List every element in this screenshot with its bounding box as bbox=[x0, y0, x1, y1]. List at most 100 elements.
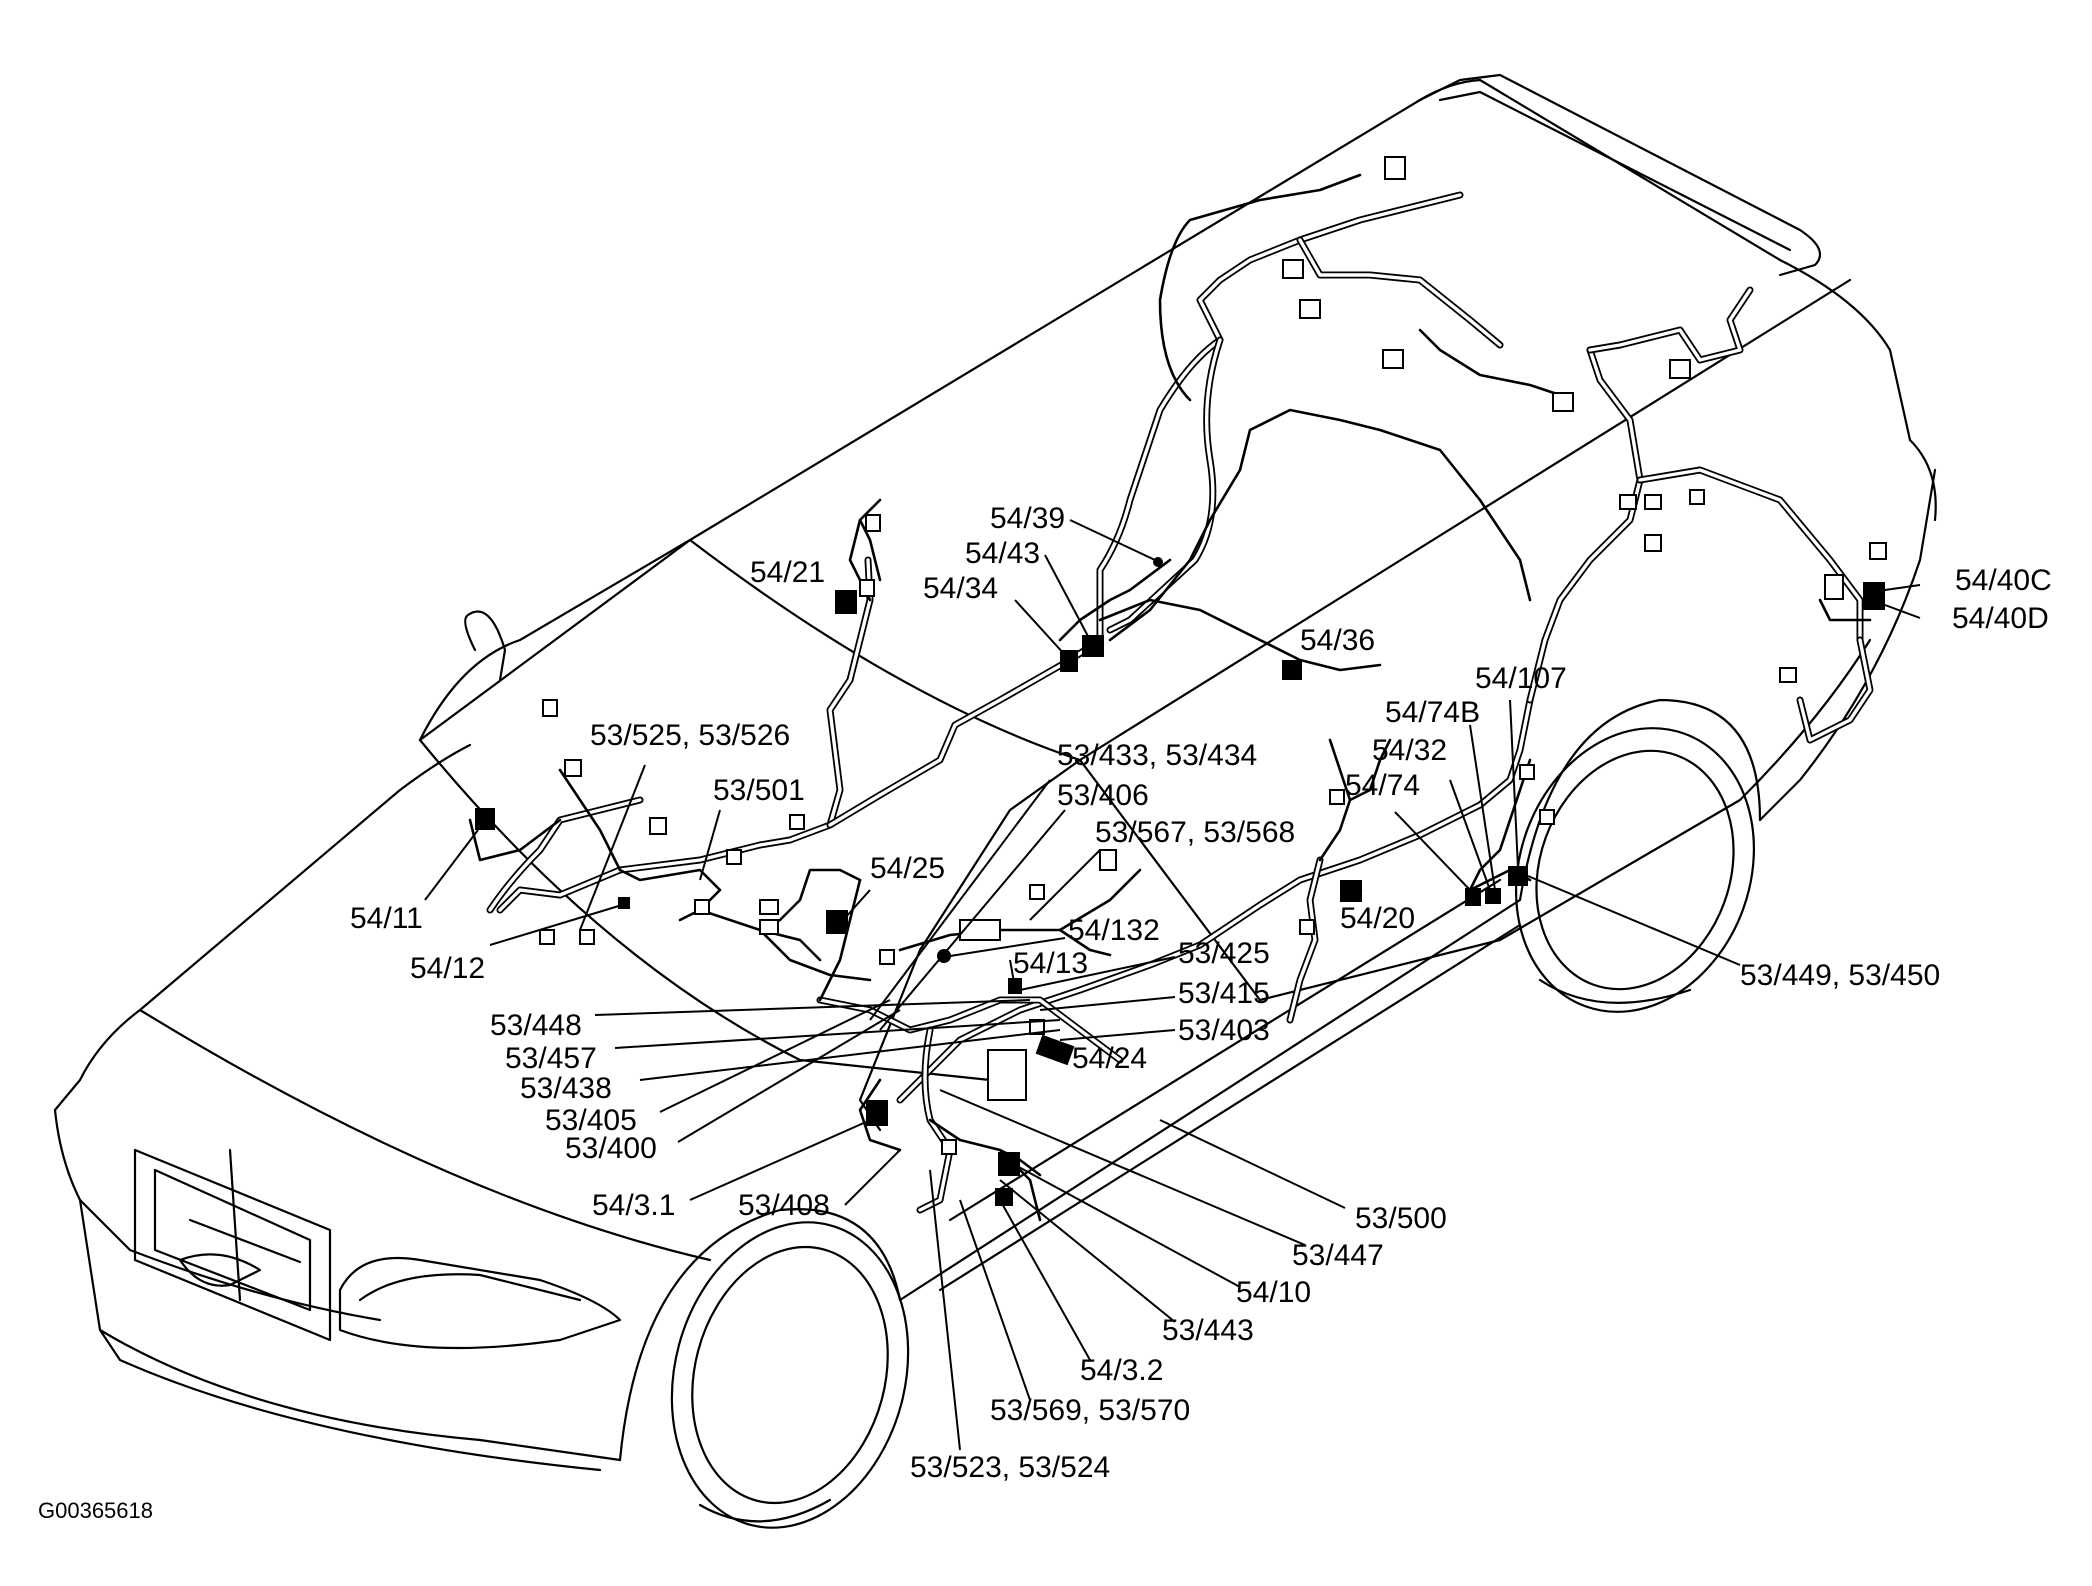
rear-door-connector bbox=[1539, 809, 1555, 825]
label-53-567-568: 53/567, 53/568 bbox=[1095, 816, 1295, 849]
roof-connector bbox=[1382, 349, 1404, 369]
figure-code: G00365618 bbox=[38, 1498, 153, 1523]
label-54-12: 54/12 bbox=[410, 952, 485, 985]
car-body-outline bbox=[53, 73, 1937, 1529]
dash-connector bbox=[726, 849, 742, 865]
label-53-525-526: 53/525, 53/526 bbox=[590, 719, 790, 752]
label-54-107: 54/107 bbox=[1475, 662, 1567, 695]
label-53-405: 53/405 bbox=[545, 1104, 637, 1137]
connector-54-12 bbox=[618, 897, 630, 909]
dash-connector bbox=[879, 949, 895, 965]
rear-connector bbox=[1779, 667, 1797, 683]
leader-lines bbox=[424, 519, 1921, 1451]
rear-connector bbox=[1689, 489, 1705, 505]
connector-54-36 bbox=[1282, 660, 1302, 680]
label-53-500: 53/500 bbox=[1355, 1202, 1447, 1235]
label-53-408: 53/408 bbox=[738, 1189, 830, 1222]
label-53-400: 53/400 bbox=[565, 1132, 657, 1165]
label-54-21: 54/21 bbox=[750, 556, 825, 589]
label-54-20: 54/20 bbox=[1340, 902, 1415, 935]
floor-connector bbox=[941, 1139, 957, 1155]
connector-54-10 bbox=[998, 1152, 1020, 1176]
rear-connector bbox=[1824, 574, 1844, 600]
solid-connectors bbox=[475, 557, 1885, 1206]
label-54-40d: 54/40D bbox=[1952, 602, 2049, 635]
dash-connector bbox=[579, 929, 595, 945]
dash-connector bbox=[865, 514, 881, 532]
label-53-425: 53/425 bbox=[1178, 937, 1270, 970]
dash-connector bbox=[759, 899, 779, 915]
connector-54-43 bbox=[1082, 635, 1104, 657]
label-54-36: 54/36 bbox=[1300, 624, 1375, 657]
label-53-443: 53/443 bbox=[1162, 1314, 1254, 1347]
b-pillar-connector bbox=[1299, 919, 1315, 935]
dash-connector bbox=[759, 919, 779, 935]
label-53-449-450: 53/449, 53/450 bbox=[1740, 959, 1940, 992]
label-53-523-524: 53/523, 53/524 bbox=[910, 1451, 1110, 1484]
open-connectors bbox=[539, 156, 1887, 1155]
rear-door-connector bbox=[1519, 764, 1535, 780]
label-54-25: 54/25 bbox=[870, 852, 945, 885]
connector-54-32 bbox=[1485, 888, 1501, 904]
callout-labels: 54/39 54/43 54/34 54/21 54/36 54/40C 54/… bbox=[350, 502, 2052, 1484]
label-54-34: 54/34 bbox=[923, 572, 998, 605]
dash-connector bbox=[1029, 884, 1045, 900]
connector-54-11 bbox=[475, 808, 495, 830]
label-53-569-570: 53/569, 53/570 bbox=[990, 1394, 1190, 1427]
label-53-501: 53/501 bbox=[713, 774, 805, 807]
label-53-438: 53/438 bbox=[520, 1072, 612, 1105]
rear-connector bbox=[1644, 534, 1662, 552]
dash-connector bbox=[694, 899, 710, 915]
b-pillar-connector bbox=[1329, 789, 1345, 805]
connector-54-3-1 bbox=[866, 1100, 888, 1126]
dash-connector bbox=[542, 699, 558, 717]
label-54-39: 54/39 bbox=[990, 502, 1065, 535]
label-54-11: 54/11 bbox=[350, 902, 423, 935]
console-connector bbox=[1029, 1019, 1045, 1035]
connector-54-24 bbox=[1035, 1034, 1075, 1066]
connector-54-25 bbox=[826, 910, 848, 934]
dash-connector bbox=[539, 929, 555, 945]
rear-connector bbox=[1644, 494, 1662, 510]
roof-connector bbox=[1282, 259, 1304, 279]
control-module-box bbox=[987, 1049, 1027, 1101]
label-54-24: 54/24 bbox=[1072, 1042, 1147, 1075]
dash-connector bbox=[789, 814, 805, 830]
label-54-3-1: 54/3.1 bbox=[592, 1189, 675, 1222]
label-53-433-434: 53/433, 53/434 bbox=[1057, 739, 1257, 772]
connector-54-39 bbox=[1153, 557, 1163, 567]
connector-54-107 bbox=[1508, 866, 1528, 886]
connector-54-74 bbox=[1465, 888, 1481, 906]
label-54-13: 54/13 bbox=[1013, 947, 1088, 980]
label-54-43: 54/43 bbox=[965, 537, 1040, 570]
dash-connector bbox=[649, 817, 667, 835]
label-54-40c: 54/40C bbox=[1955, 564, 2052, 597]
label-53-415: 53/415 bbox=[1178, 977, 1270, 1010]
dash-connector bbox=[564, 759, 582, 777]
label-54-74b: 54/74B bbox=[1385, 696, 1480, 729]
rear-connector bbox=[1669, 359, 1691, 379]
connector-54-21 bbox=[835, 590, 857, 614]
main-harness-double bbox=[486, 191, 1874, 1214]
wiring-harness-group bbox=[468, 156, 1887, 1222]
connector-54-34 bbox=[1060, 650, 1078, 672]
roof-connector bbox=[1299, 299, 1321, 319]
label-54-3-2: 54/3.2 bbox=[1080, 1354, 1163, 1387]
label-53-447: 53/447 bbox=[1292, 1239, 1384, 1272]
label-53-403: 53/403 bbox=[1178, 1014, 1270, 1047]
label-54-32: 54/32 bbox=[1372, 734, 1447, 767]
rear-connector bbox=[1869, 542, 1887, 560]
label-54-74: 54/74 bbox=[1345, 769, 1420, 802]
connector-54-13 bbox=[1008, 978, 1022, 994]
label-53-457: 53/457 bbox=[505, 1042, 597, 1075]
connector-54-40c bbox=[1863, 582, 1885, 610]
label-54-10: 54/10 bbox=[1236, 1276, 1311, 1309]
roof-connector bbox=[1384, 156, 1406, 180]
roof-connector bbox=[1552, 392, 1574, 412]
dash-connector bbox=[859, 579, 875, 597]
label-54-132: 54/132 bbox=[1068, 914, 1160, 947]
label-53-448: 53/448 bbox=[490, 1009, 582, 1042]
connector-54-3-2 bbox=[995, 1188, 1013, 1206]
label-53-406: 53/406 bbox=[1057, 779, 1149, 812]
